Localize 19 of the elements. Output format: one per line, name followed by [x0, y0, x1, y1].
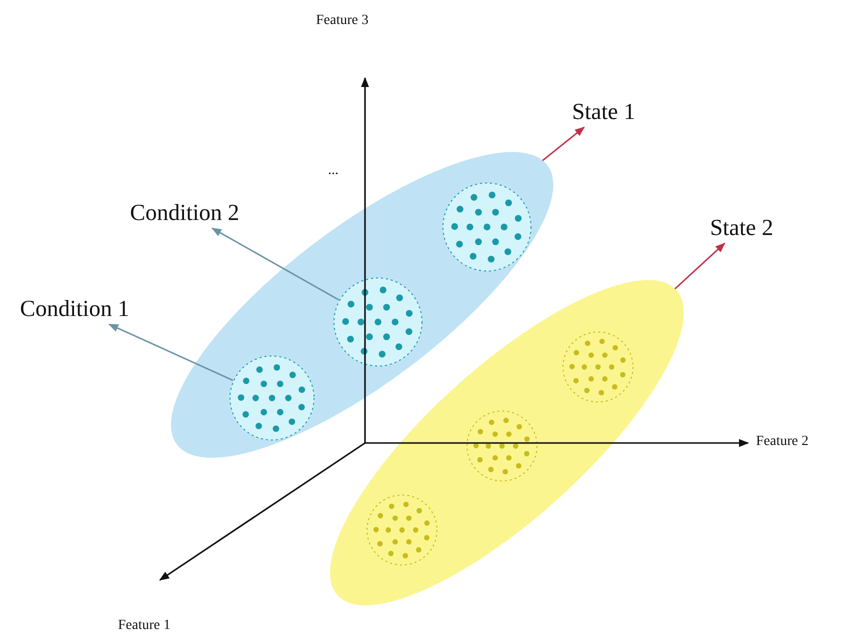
axis-label: Feature 1 — [118, 618, 170, 634]
cluster-ellipse — [330, 280, 684, 606]
arrow — [674, 242, 726, 290]
arrow — [542, 126, 585, 162]
dot-cluster-circle — [332, 276, 423, 367]
dot-cluster-circle — [562, 330, 634, 403]
group-label: Condition 2 — [130, 200, 240, 226]
group-label: State 1 — [572, 99, 636, 124]
arrow — [108, 324, 234, 381]
ellipsis-label: ... — [328, 163, 338, 178]
dot-cluster-circle — [228, 354, 315, 441]
axis-label: Feature 2 — [756, 434, 808, 450]
axis-label: Feature 3 — [316, 13, 368, 28]
dot-cluster-circle — [442, 182, 532, 272]
dot-cluster-circle — [366, 494, 438, 566]
group-label: Condition 1 — [20, 296, 130, 322]
dot-cluster-circle — [466, 410, 538, 482]
arrow — [211, 228, 340, 300]
group-label: State 2 — [710, 215, 774, 240]
